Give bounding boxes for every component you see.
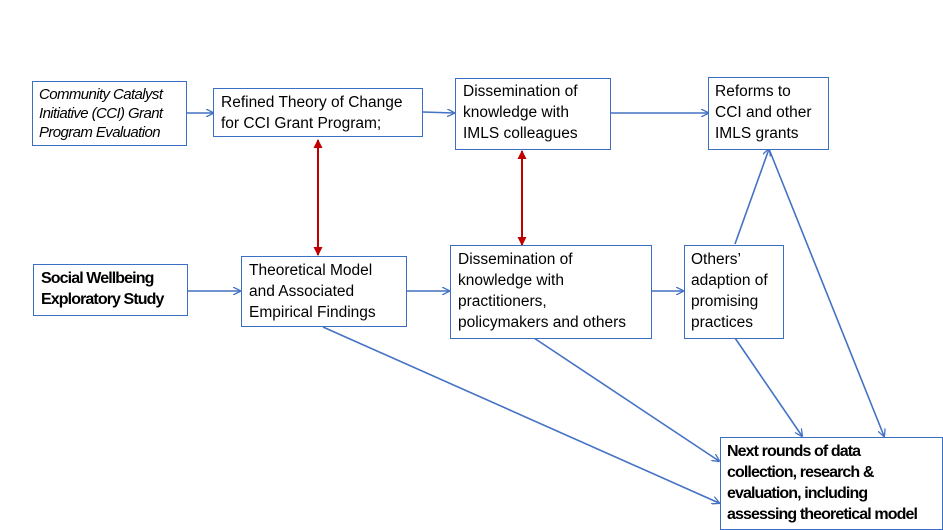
node-dissemination-practitioners-line: knowledge with <box>458 272 564 289</box>
node-cci-evaluation-line: Community Catalyst <box>39 86 163 103</box>
node-refined-toc-line: Refined Theory of Change <box>221 94 403 111</box>
node-others-adaption-line: Others’ <box>691 251 741 268</box>
node-dissemination-practitioners-line: policymakers and others <box>458 314 626 331</box>
arrow-dissemination-practitioners-to-next-rounds <box>533 337 719 461</box>
node-refined-theory-of-change: Refined Theory of Change for CCI Grant P… <box>213 88 423 137</box>
node-dissemination-imls-line: knowledge with <box>463 104 569 121</box>
node-dissemination-practitioners: Dissemination of knowledge with practiti… <box>450 245 652 339</box>
arrow-others-to-next-rounds <box>734 337 802 436</box>
node-dissemination-practitioners-line: practitioners, <box>458 293 547 310</box>
node-reforms-line: Reforms to <box>715 83 791 100</box>
node-cci-evaluation: Community Catalyst Initiative (CCI) Gran… <box>32 81 187 146</box>
node-dissemination-imls-line: Dissemination of <box>463 83 578 100</box>
node-theoretical-model-line: Empirical Findings <box>249 304 376 321</box>
node-social-wellbeing-line: Social Wellbeing <box>41 270 154 287</box>
node-next-rounds: Next rounds of data collection, research… <box>720 437 943 530</box>
node-next-rounds-line: assessing theoretical model <box>727 506 918 523</box>
node-dissemination-imls-line: IMLS colleagues <box>463 125 578 142</box>
node-others-adaption-line: adaption of <box>691 272 768 289</box>
node-dissemination-practitioners-line: Dissemination of <box>458 251 573 268</box>
node-reforms-line: CCI and other <box>715 104 812 121</box>
node-theoretical-model: Theoretical Model and Associated Empiric… <box>241 256 407 327</box>
node-reforms: Reforms to CCI and other IMLS grants <box>708 77 829 150</box>
arrow-reforms-to-next-rounds <box>768 148 884 436</box>
node-refined-toc-line: for CCI Grant Program; <box>221 115 382 132</box>
node-social-wellbeing: Social Wellbeing Exploratory Study <box>33 264 188 316</box>
node-cci-evaluation-line: Initiative (CCI) Grant <box>39 105 163 122</box>
arrow-others-to-reforms <box>734 149 769 245</box>
node-reforms-line: IMLS grants <box>715 125 799 142</box>
node-others-adaption: Others’ adaption of promising practices <box>684 245 784 339</box>
arrow-theoretical-to-next-rounds <box>322 326 719 503</box>
node-next-rounds-line: Next rounds of data <box>727 443 861 460</box>
node-others-adaption-line: promising <box>691 293 759 310</box>
node-cci-evaluation-line: Program Evaluation <box>39 124 161 141</box>
arrow-refined-to-dissemination-imls <box>422 112 454 113</box>
node-social-wellbeing-line: Exploratory Study <box>41 291 164 308</box>
node-next-rounds-line: collection, research & <box>727 464 874 481</box>
node-others-adaption-line: practices <box>691 314 754 331</box>
node-theoretical-model-line: and Associated <box>249 283 355 300</box>
node-dissemination-imls: Dissemination of knowledge with IMLS col… <box>455 78 611 150</box>
node-next-rounds-line: evaluation, including <box>727 485 868 502</box>
node-theoretical-model-line: Theoretical Model <box>249 262 373 279</box>
